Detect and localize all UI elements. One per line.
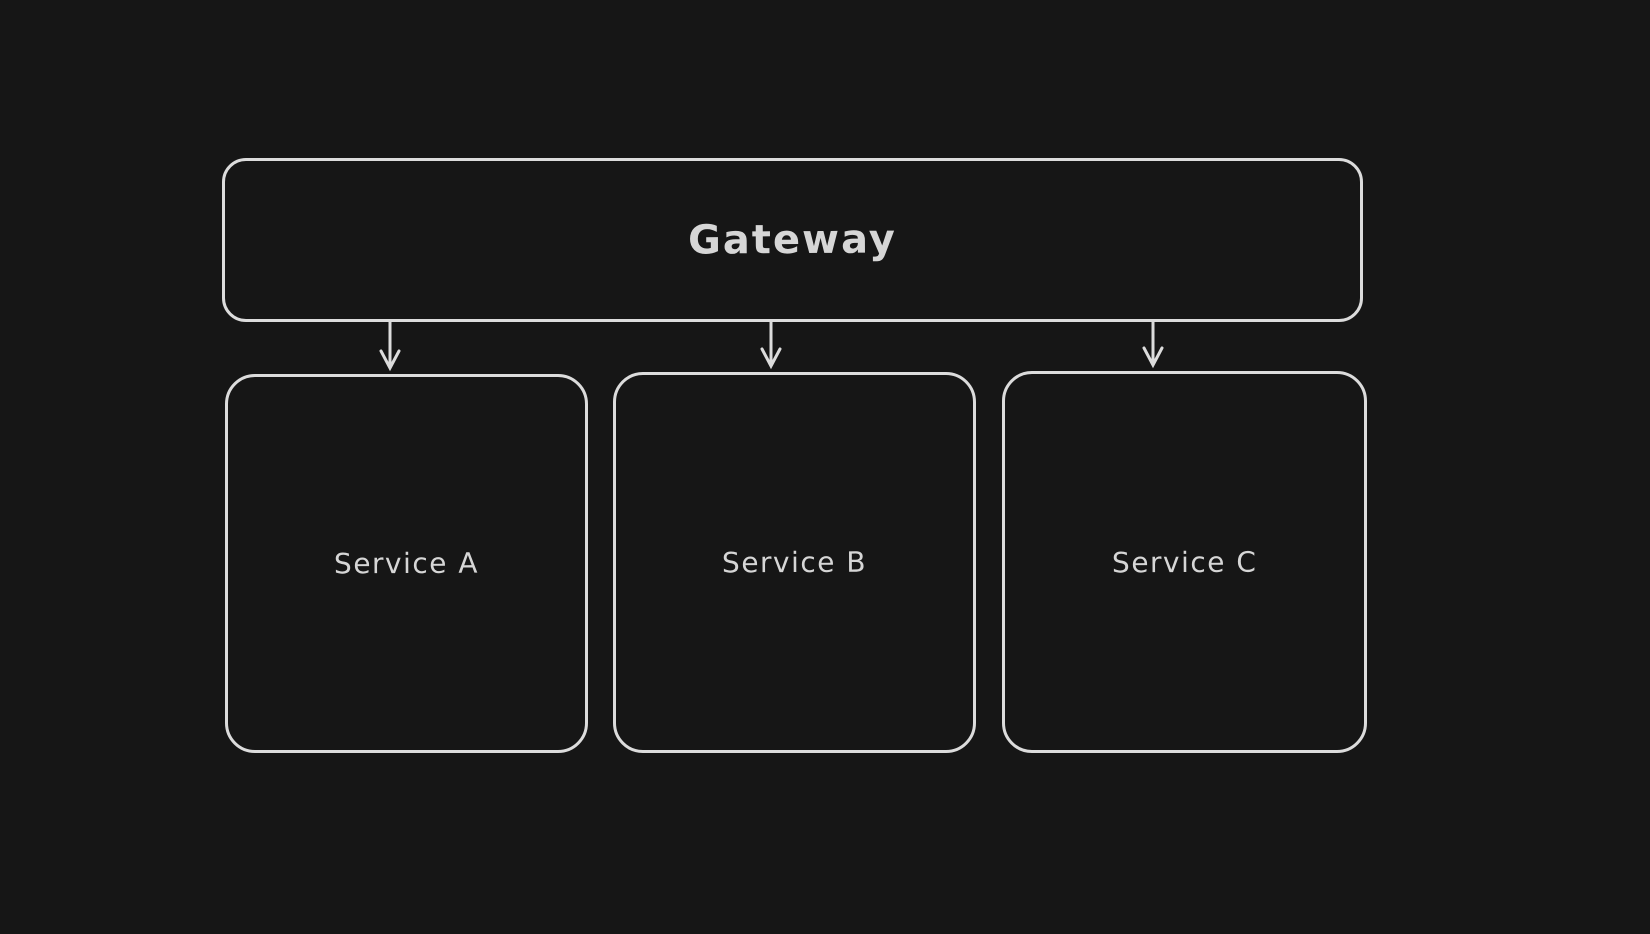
node-service-b[interactable]: Service B <box>613 372 976 753</box>
arrow-gateway-to-service-c[interactable] <box>1142 320 1164 369</box>
node-gateway-label: Gateway <box>687 216 898 264</box>
node-service-a-label: Service A <box>333 546 480 581</box>
node-service-c[interactable]: Service C <box>1002 371 1367 753</box>
node-service-c-label: Service C <box>1111 545 1258 579</box>
node-gateway[interactable]: Gateway <box>222 158 1363 322</box>
node-service-b-label: Service B <box>721 545 868 580</box>
node-service-a[interactable]: Service A <box>225 374 588 753</box>
arrow-gateway-to-service-a[interactable] <box>379 320 401 372</box>
arrow-gateway-to-service-b[interactable] <box>760 320 782 370</box>
